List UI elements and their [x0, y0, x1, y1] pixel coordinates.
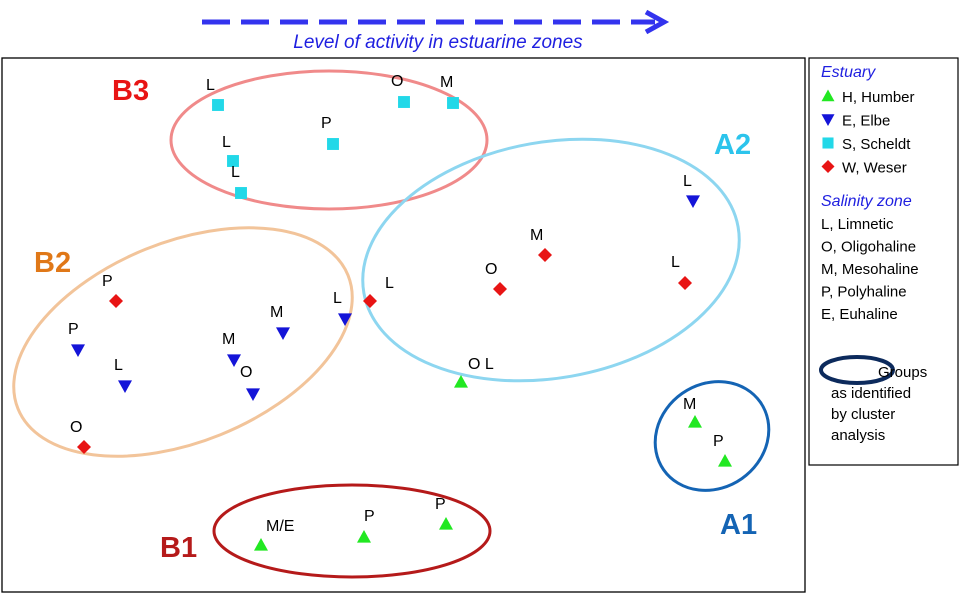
- point-label: L: [222, 134, 231, 151]
- point-label: M: [270, 304, 283, 321]
- legend-zone-label: O, Oligohaline: [821, 239, 916, 256]
- point-marker-elbe: [118, 380, 132, 393]
- legend-estuary-label: W, Weser: [842, 160, 907, 177]
- point-label: O: [70, 419, 82, 436]
- point-marker-weser: [363, 294, 377, 308]
- point-marker-humber: [439, 517, 453, 530]
- point-label: L: [206, 77, 215, 94]
- point-label: P: [364, 508, 375, 525]
- point-marker-humber: [357, 530, 371, 543]
- group-label-a1: A1: [720, 509, 757, 541]
- cluster-ellipse-b2: [12, 226, 354, 458]
- point-label: L: [671, 254, 680, 271]
- group-label-a2: A2: [714, 129, 751, 161]
- point-marker-scheldt: [212, 99, 224, 111]
- point-label: P: [102, 273, 113, 290]
- point-marker-weser: [109, 294, 123, 308]
- arrow-caption: Level of activity in estuarine zones: [293, 32, 583, 53]
- group-label-b1: B1: [160, 532, 197, 564]
- point-label: P: [713, 433, 724, 450]
- legend-estuary-label: S, Scheldt: [842, 136, 911, 153]
- legend-estuary-list: H, Humber E, Elbe S, Scheldt W, Weser: [821, 89, 915, 177]
- legend-zone-list: L, Limnetic O, Oligohaline M, MesohalineP,…: [821, 216, 919, 323]
- point-marker-humber: [254, 538, 268, 551]
- point-label: L: [333, 290, 342, 307]
- legend-zone-label: E, Euhaline: [821, 306, 898, 323]
- point-marker-weser: [77, 440, 91, 454]
- legend-groups-note-line: analysis: [831, 427, 885, 444]
- point-marker-scheldt: [447, 97, 459, 109]
- point-label: L: [231, 164, 240, 181]
- group-label-b3: B3: [112, 75, 149, 107]
- point-marker-humber: [688, 415, 702, 428]
- point-marker-scheldt: [398, 96, 410, 108]
- legend-estuary-label: E, Elbe: [842, 113, 890, 130]
- point-label: O L: [468, 356, 494, 373]
- cluster-ellipse-b3: [169, 69, 489, 211]
- legend-groups-note-line: as identified: [831, 385, 911, 402]
- point-label: M: [683, 396, 696, 413]
- point-label: M/E: [266, 518, 294, 535]
- point-label: M: [530, 227, 543, 244]
- legend-groups-note-line: Groups: [878, 364, 927, 381]
- point-label: M: [440, 74, 453, 91]
- point-label: L: [683, 173, 692, 190]
- cluster-ellipse-b1: [212, 483, 492, 579]
- cluster-ellipse-a2: [361, 137, 741, 383]
- point-marker-elbe: [71, 344, 85, 357]
- point-marker-elbe: [338, 313, 352, 326]
- cluster-ellipse-a1: [653, 380, 771, 492]
- group-label-b2: B2: [34, 247, 71, 279]
- point-marker-scheldt: [227, 155, 239, 167]
- point-label: O: [240, 364, 252, 381]
- point-marker-weser: [493, 282, 507, 296]
- point-label: M: [222, 331, 235, 348]
- point-marker-humber: [718, 454, 732, 467]
- point-label: L: [385, 275, 394, 292]
- point-marker-elbe: [686, 195, 700, 208]
- legend-marker-weser: [821, 160, 835, 173]
- point-marker-scheldt: [235, 187, 247, 199]
- legend-group-outline-icon: [819, 355, 895, 385]
- legend-box: [808, 57, 959, 466]
- legend-marker-humber: [821, 89, 835, 102]
- point-label: O: [391, 73, 403, 90]
- point-label: O: [485, 261, 497, 278]
- point-marker-weser: [678, 276, 692, 290]
- legend-estuary-label: H, Humber: [842, 89, 915, 106]
- point-label: P: [321, 115, 332, 132]
- legend-salinity-title: Salinity zone: [821, 193, 912, 210]
- legend-zone-label: L, Limnetic: [821, 216, 894, 233]
- plot-frame: [1, 57, 806, 593]
- point-marker-elbe: [227, 354, 241, 367]
- point-marker-elbe: [246, 388, 260, 401]
- legend-groups-note: Groups as identified by cluster analysis: [831, 364, 927, 444]
- cluster-ellipses: [12, 69, 771, 579]
- point-marker-elbe: [276, 327, 290, 340]
- legend-zone-label: P, Polyhaline: [821, 284, 907, 301]
- legend: Estuary H, Humber E, Elbe S, Scheldt W, Wes…: [808, 57, 959, 466]
- point-marker-weser: [538, 248, 552, 262]
- activity-arrow: [202, 9, 670, 35]
- legend-estuary-title: Estuary: [821, 64, 876, 81]
- legend-zone-label: M, Mesohaline: [821, 261, 919, 278]
- point-label: P: [435, 496, 446, 513]
- legend-marker-elbe: [821, 114, 835, 126]
- point-label: L: [114, 357, 123, 374]
- point-label: P: [68, 321, 79, 338]
- point-marker-humber: [454, 375, 468, 388]
- legend-marker-scheldt: [822, 137, 834, 149]
- legend-groups-note-line: by cluster: [831, 406, 895, 423]
- point-marker-scheldt: [327, 138, 339, 150]
